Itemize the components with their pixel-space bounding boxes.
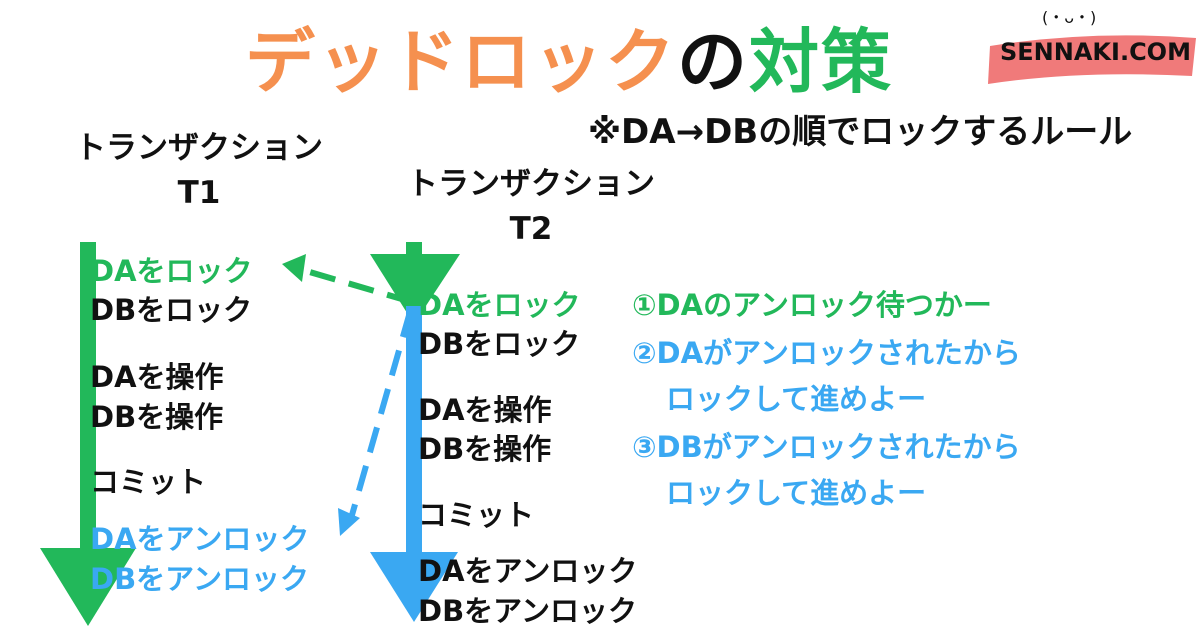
unlock-arrow-line [347, 311, 413, 523]
note-da-unlocked: ②DAがアンロックされたから [632, 336, 1021, 370]
t1-step-commit: コミット [90, 465, 207, 499]
t2-step-commit: コミット [418, 498, 535, 532]
t2-step-unlock-db: DBをアンロック [418, 594, 638, 628]
t1-label-line1: トランザクション [75, 130, 323, 166]
page-title: デッドロックの対策 [245, 20, 893, 104]
logo-face: (・ᴗ・) [1042, 8, 1097, 27]
t2-label-line1: トランザクション [407, 166, 655, 202]
note-wait-da-unlock: ①DAのアンロック待つかー [632, 288, 992, 322]
t2-step-op-da: DAを操作 [418, 393, 552, 427]
t1-label: トランザクション T1 [64, 122, 334, 211]
note-db-unlocked: ③DBがアンロックされたから [632, 430, 1021, 464]
unlock-arrow-head [338, 508, 360, 536]
t2-step-unlock-da: DAをアンロック [418, 554, 638, 588]
logo-text: SENNAKI.COM [1000, 38, 1191, 66]
t1-timeline-arrowhead [40, 548, 136, 626]
title-deadlock: デッドロック [245, 21, 677, 103]
t2-label-line2: T2 [509, 211, 553, 247]
note-da-proceed: ロックして進めよー [666, 382, 927, 416]
t2-step-op-db: DBを操作 [418, 432, 552, 466]
t1-step-op-db: DBを操作 [90, 400, 224, 434]
title-no: の [677, 21, 749, 103]
t2-step-lock-da: DAをロック [418, 288, 581, 322]
wait-arrow-head [282, 254, 306, 282]
t1-label-line2: T1 [177, 175, 221, 211]
title-countermeasure: 対策 [749, 21, 893, 103]
wait-arrow-line [295, 265, 413, 305]
t1-step-op-da: DAを操作 [90, 360, 224, 394]
t1-step-unlock-db: DBをアンロック [90, 562, 310, 596]
t2-timeline-arrowhead-blue [370, 552, 458, 622]
t2-timeline-shaft-blue [406, 306, 422, 582]
t1-timeline-shaft [80, 242, 96, 582]
note-db-proceed: ロックして進めよー [666, 476, 927, 510]
t2-step-lock-db: DBをロック [418, 327, 581, 361]
t2-label: トランザクション T2 [396, 158, 666, 247]
t1-step-lock-db: DBをロック [90, 293, 253, 327]
logo-brush-stroke [988, 35, 1196, 84]
subtitle-rule: ※DA→DBの順でロックするルール [588, 112, 1133, 152]
t1-step-lock-da: DAをロック [90, 254, 253, 288]
t1-step-unlock-da: DAをアンロック [90, 522, 310, 556]
t2-timeline-head-green [370, 254, 460, 324]
